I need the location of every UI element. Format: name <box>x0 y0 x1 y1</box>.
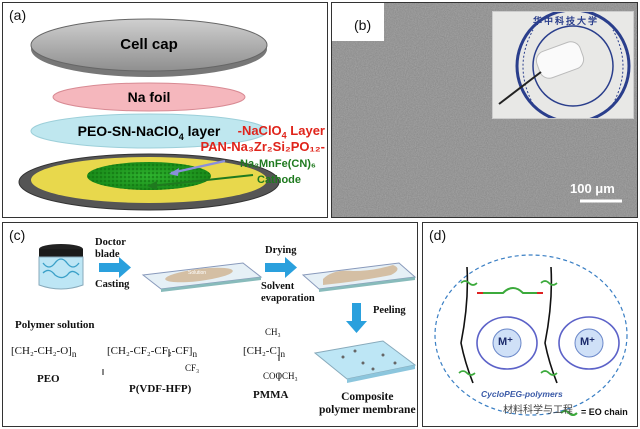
cation-right: M⁺ <box>580 336 595 348</box>
cell-cap-label: Cell cap <box>120 36 178 53</box>
cathode-formula-label: Na₂MnFe(CN)₆ <box>240 158 316 170</box>
university-seal-photo <box>498 12 631 118</box>
solvent-evaporation-label: Solvent evaporation <box>261 281 315 304</box>
panel-c: (c) Doctor blade <box>2 222 418 427</box>
pvdf-cf3: CF₃ <box>185 363 200 373</box>
drying-label: Drying <box>265 245 297 256</box>
scale-bar-text: 100 μm <box>570 181 615 196</box>
pmma-ch3: CH₃ <box>265 327 281 337</box>
cation-left: M⁺ <box>498 336 513 348</box>
watermark-text: 材料科学与工程 <box>503 405 573 416</box>
panel-b-label: (b) <box>354 17 372 33</box>
pan-nzsp-label: PAN-Na₃Zr₂Si₂PO₁₂- <box>200 139 325 154</box>
pmma-name: PMMA <box>253 389 289 401</box>
peo-formula: [CH₂-CH₂-O]n <box>11 345 77 360</box>
panel-c-label: (c) <box>9 227 26 243</box>
panel-b: (b) 100 μm 华中科技大学 <box>331 2 638 218</box>
na-foil-label: Na foil <box>127 89 171 105</box>
panel-a: (a) Cell cap Na foil <box>2 2 328 218</box>
peo-layer-label: PEO-SN-NaClO4 layer <box>77 123 221 142</box>
panel-a-label: (a) <box>9 7 27 23</box>
pmma-formula: [CH₂-C]n <box>243 345 286 360</box>
eo-chain-legend: = EO chain <box>581 407 628 417</box>
peeling-label: Peeling <box>373 305 406 316</box>
inset-photo: 华中科技大学 <box>492 11 634 119</box>
pvdf-name: P(VDF-HFP) <box>129 383 192 395</box>
pvdf-formula: [CH₂-CF₂-CF₂-CF]n <box>107 345 198 360</box>
cathode-label: Cathode <box>257 174 301 186</box>
cyclopeg-label: CycloPEG-polymers <box>481 389 563 399</box>
panel-d: (d) M⁺ M⁺ CycloPEG-polymers 材料科学与工程 = EO… <box>422 222 638 427</box>
membrane-process-illustration <box>38 244 417 383</box>
peo-name: PEO <box>37 373 60 385</box>
polymer-solution-label: Polymer solution <box>15 319 95 331</box>
battery-stack-illustration <box>18 18 280 211</box>
panel-d-label: (d) <box>429 227 447 243</box>
solution-on-film-label: Solution <box>188 270 207 276</box>
peo-layer-shape <box>30 113 268 149</box>
casting-label: Casting <box>95 279 130 290</box>
seal-chinese-text: 华中科技大学 <box>533 16 600 26</box>
cyclopeg-illustration <box>434 254 628 416</box>
composite-membrane-label: Composite polymer membrane <box>319 391 416 416</box>
na-foil-shape <box>52 82 246 112</box>
doctor-blade-label: Doctor blade <box>95 237 126 260</box>
nacl04-layer-label: -NaClO4 Layer <box>237 123 325 141</box>
pmma-ester: COOCH₃ <box>263 371 298 381</box>
